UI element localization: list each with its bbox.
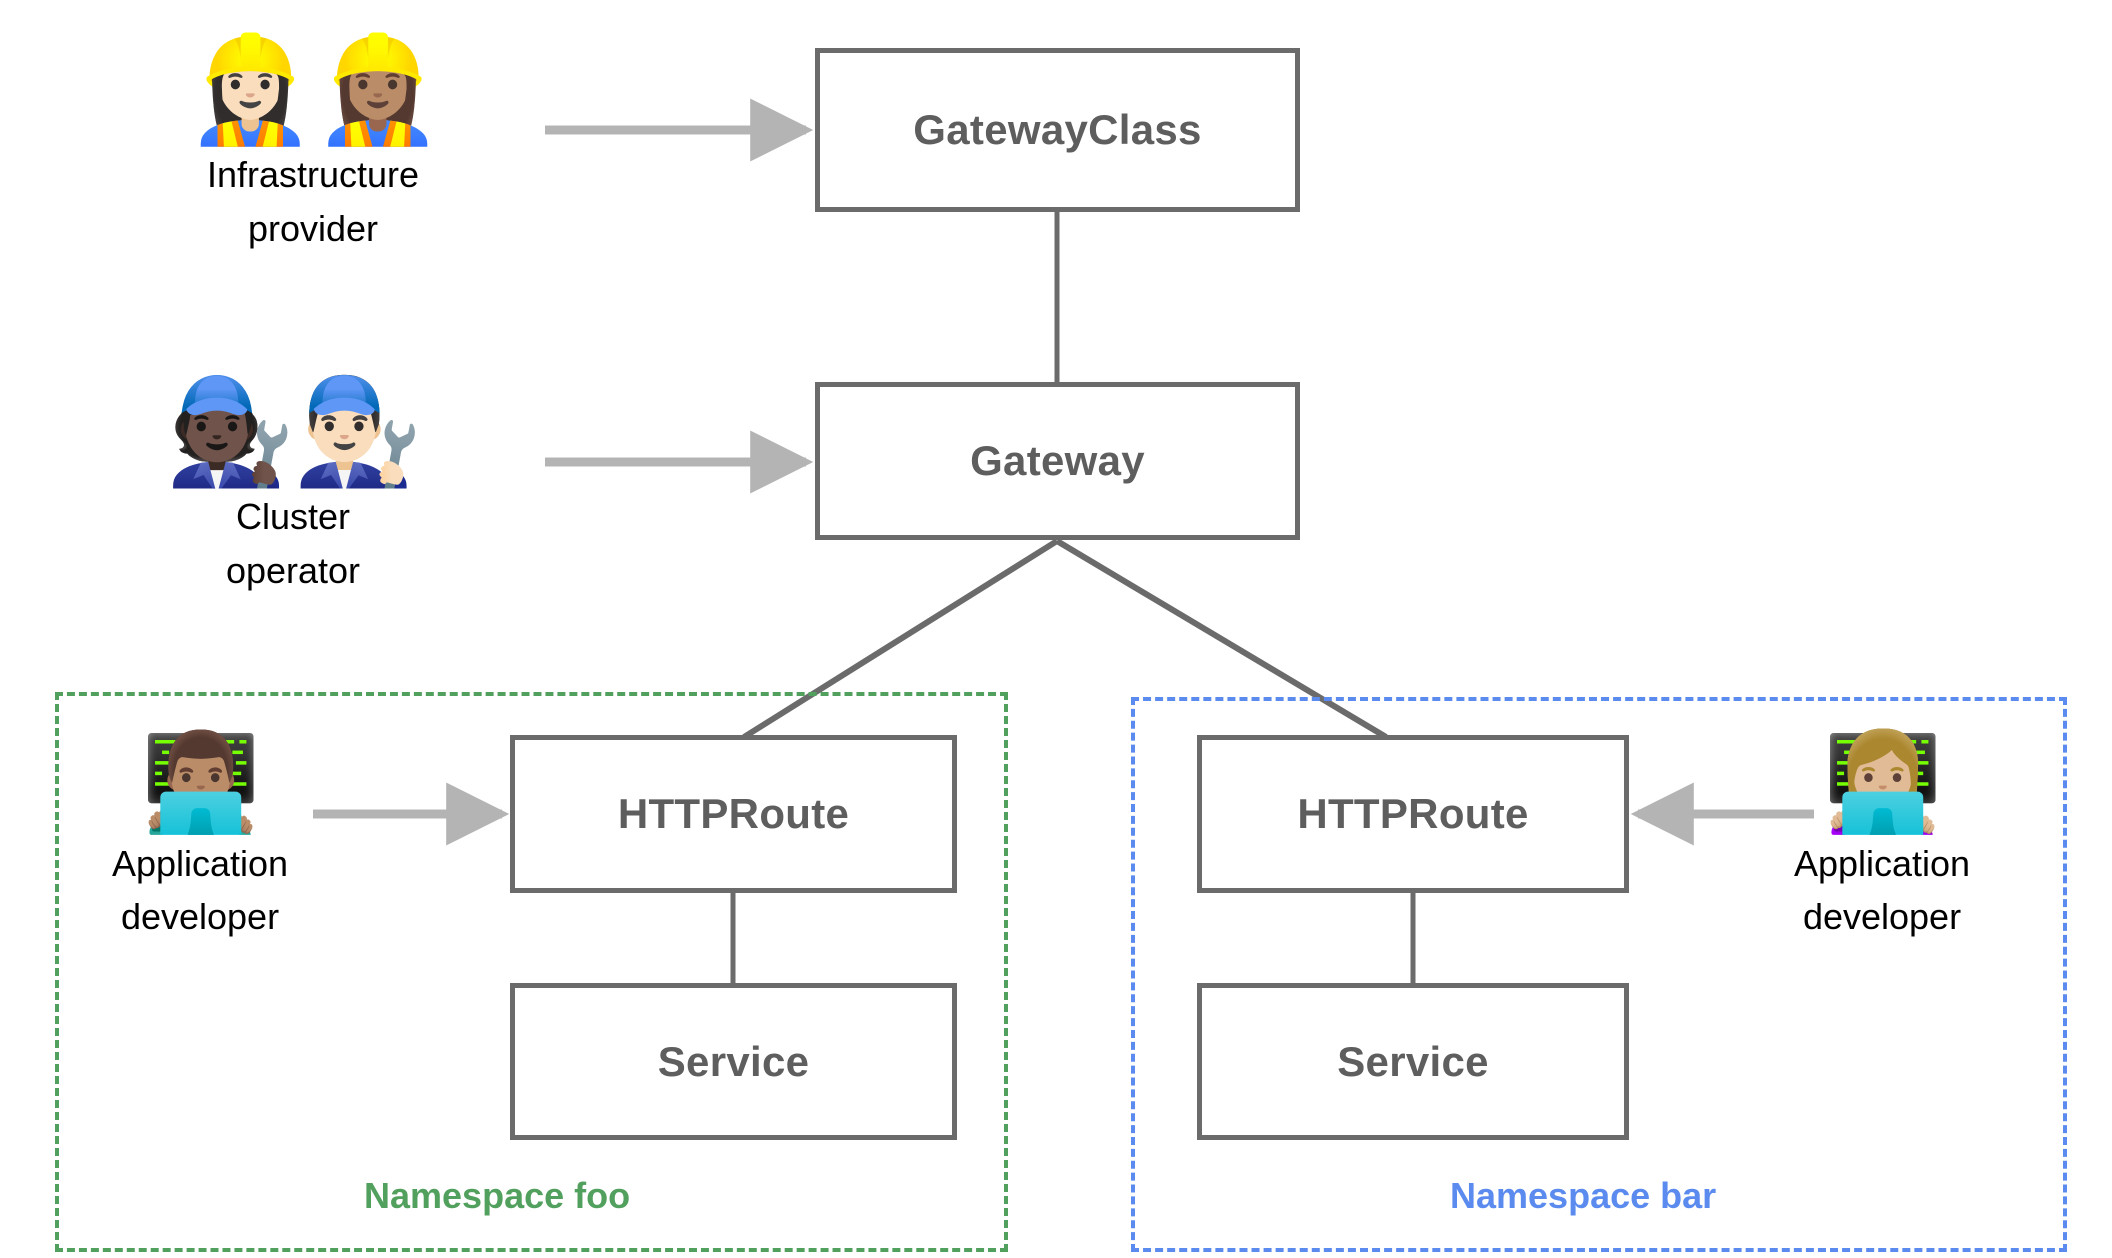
node-service-bar[interactable]: Service [1197,983,1629,1140]
construction-worker-women-icon: 👷🏻‍♀️👷🏽‍♀️ [185,32,443,148]
node-gatewayclass-label: GatewayClass [913,106,1202,153]
man-technologist-icon: 👨🏽‍💻 [141,729,261,836]
node-httproute-bar-label: HTTPRoute [1297,790,1529,837]
node-gateway[interactable]: Gateway [815,382,1300,540]
namespace-container-foo [55,692,1008,1252]
node-httproute-foo-label: HTTPRoute [617,790,850,837]
persona-application-developer-bar-line2: developer [1802,896,1962,938]
persona-application-developer-bar-line1: Application [1793,842,1971,884]
persona-application-developer-bar: 👩🏼‍💻 Application developer [1742,729,2022,941]
persona-cluster-operator-line2: operator [225,549,361,591]
node-gateway-label: Gateway [970,437,1145,484]
mechanics-icon: 🧑🏿‍🔧👨🏻‍🔧 [165,374,423,490]
node-service-foo[interactable]: Service [510,983,957,1140]
persona-application-developer-foo-line2: developer [120,896,280,938]
namespace-container-bar [1131,697,2067,1252]
namespace-label-foo: Namespace foo [364,1175,631,1216]
persona-infrastructure-provider-line2: provider [247,207,379,249]
persona-application-developer-foo: 👨🏽‍💻 Application developer [60,729,340,941]
woman-technologist-icon: 👩🏼‍💻 [1823,729,1943,836]
node-service-foo-label: Service [657,1037,810,1085]
persona-application-developer-foo-line1: Application [111,842,289,884]
node-gatewayclass[interactable]: GatewayClass [815,48,1300,212]
node-httproute-bar[interactable]: HTTPRoute [1197,735,1629,893]
persona-infrastructure-provider: 👷🏻‍♀️👷🏽‍♀️ Infrastructure provider [153,32,473,252]
persona-infrastructure-provider-line1: Infrastructure [206,154,420,196]
namespace-label-bar: Namespace bar [1450,1175,1717,1216]
persona-cluster-operator: 🧑🏿‍🔧👨🏻‍🔧 Cluster operator [133,374,453,594]
persona-cluster-operator-line1: Cluster [235,496,351,538]
node-service-bar-label: Service [1337,1037,1489,1085]
node-httproute-foo[interactable]: HTTPRoute [510,735,957,893]
